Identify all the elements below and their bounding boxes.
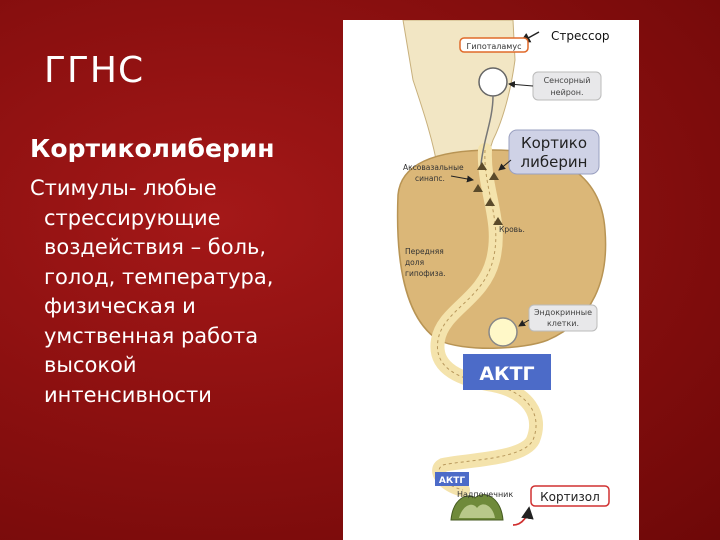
stimuli-text: Стимулы- любые стрессирующие воздействия… — [30, 174, 330, 410]
acth-small-label: АКТГ — [439, 476, 465, 486]
hypothalamus-label: Гипоталамус — [467, 42, 522, 51]
body-line: воздействия – боль, — [30, 233, 330, 263]
body-line: Стимулы- любые — [30, 174, 330, 204]
diagram-svg: Стрессор Гипоталамус Сенсорный нейрон. К… — [343, 20, 639, 540]
body-line: умственная работа — [30, 322, 330, 352]
cortisol-label: Кортизол — [540, 490, 600, 504]
crh-label-line1: Кортико — [521, 134, 587, 152]
endocrine-label-line2: клетки. — [547, 319, 579, 328]
cortisol-arrow — [513, 508, 529, 525]
crh-label-line2: либерин — [521, 153, 588, 171]
body-line: голод, температура, — [30, 263, 330, 293]
axovasal-label-line2: синапс. — [415, 174, 445, 183]
stressor-label: Стрессор — [551, 29, 610, 43]
axovasal-label-line1: Аксовазальные — [403, 163, 464, 172]
acth-label: АКТГ — [479, 363, 534, 385]
adrenal-label: Надпочечник — [457, 490, 513, 499]
slide-title: ГГНС — [44, 50, 144, 91]
sensory-label-line1: Сенсорный — [544, 76, 591, 85]
anterior-label-line2: доля — [405, 258, 424, 267]
body-line: высокой — [30, 351, 330, 381]
body-line: стрессирующие — [30, 204, 330, 234]
hpa-axis-diagram: Стрессор Гипоталамус Сенсорный нейрон. К… — [343, 20, 639, 540]
anterior-label-line1: Передняя — [405, 247, 444, 256]
body-line: физическая и — [30, 292, 330, 322]
sensory-pointer — [509, 84, 533, 86]
sensory-neuron — [479, 68, 507, 96]
blood-label: Кровь. — [499, 225, 525, 234]
sensory-label-line2: нейрон. — [550, 88, 583, 97]
body-line: интенсивности — [30, 381, 330, 411]
anterior-label-line3: гипофиза. — [405, 269, 446, 278]
endocrine-cell — [489, 318, 517, 346]
slide-subtitle: Кортиколиберин — [30, 134, 275, 163]
endocrine-label-line1: Эндокринные — [534, 308, 592, 317]
